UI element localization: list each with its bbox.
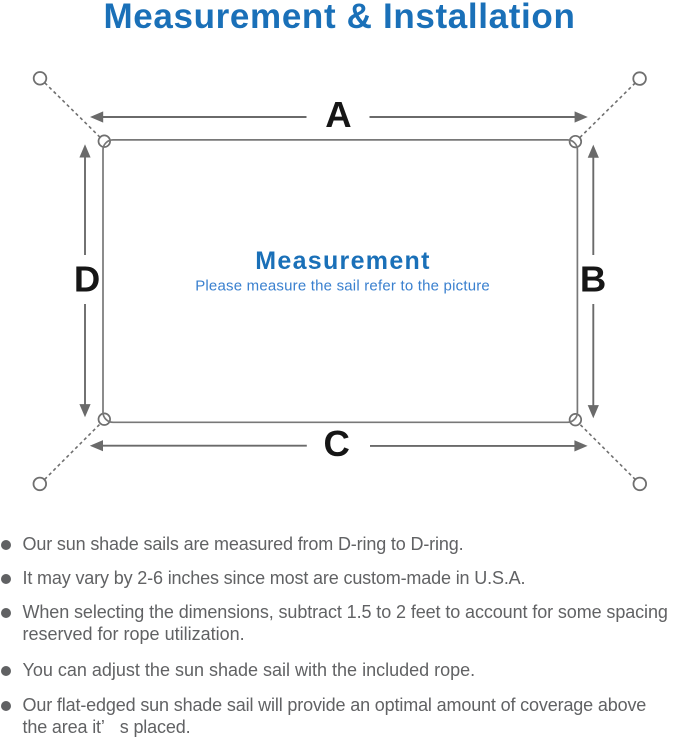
svg-text:Measurement: Measurement xyxy=(255,247,430,275)
svg-text:C: C xyxy=(324,423,350,464)
svg-text:D: D xyxy=(74,258,100,299)
svg-text:Please measure the sail refer: Please measure the sail refer to the pic… xyxy=(195,277,490,294)
svg-text:B: B xyxy=(580,258,606,299)
svg-text:A: A xyxy=(325,94,351,135)
